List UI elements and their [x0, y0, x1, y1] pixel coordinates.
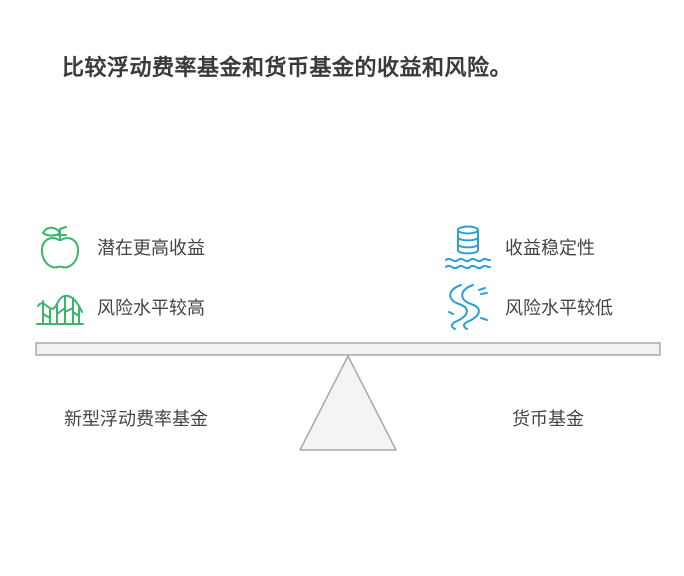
right-item-label: 风险水平较低 — [505, 298, 613, 319]
right-item-lower-risk: 风险水平较低 — [443, 282, 613, 332]
river-icon — [448, 284, 488, 330]
scale-fulcrum — [299, 355, 397, 451]
roller-coaster-icon — [36, 294, 84, 325]
right-item-label: 收益稳定性 — [505, 238, 595, 259]
apple-icon — [40, 226, 80, 269]
diagram-title: 比较浮动费率基金和货币基金的收益和风险。 — [62, 56, 513, 81]
left-side-label: 新型浮动费率基金 — [64, 409, 208, 430]
scale-beam — [35, 342, 661, 356]
coin-stack-icon — [445, 225, 491, 270]
left-item-label: 风险水平较高 — [97, 298, 205, 319]
right-side-label: 货币基金 — [512, 409, 584, 430]
left-item-higher-risk: 风险水平较高 — [35, 282, 205, 332]
left-item-label: 潜在更高收益 — [97, 238, 205, 259]
right-item-return-stability: 收益稳定性 — [443, 222, 595, 272]
left-item-higher-return: 潜在更高收益 — [35, 222, 205, 272]
